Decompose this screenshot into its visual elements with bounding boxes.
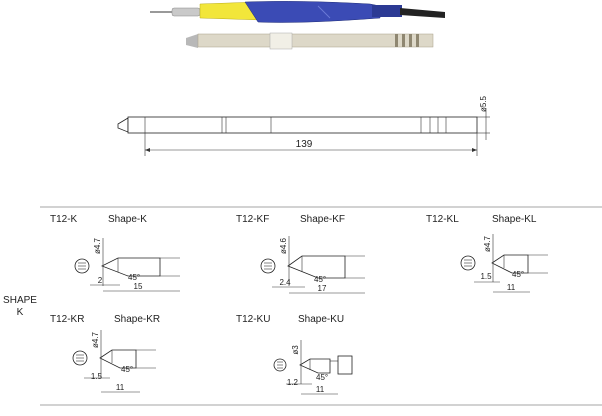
tip-angle-label: 45° (316, 373, 328, 382)
tip-kf: T12-KF Shape-KF ø4.6 45° 2.4 17 (236, 214, 365, 294)
tip-k: T12-K Shape-K ø4.7 45° 2 15 (50, 214, 180, 292)
tip-length-label: 11 (116, 383, 125, 392)
tip-angle-label: 45° (512, 270, 524, 279)
tip-diameter-label: ø4.7 (483, 235, 492, 252)
tip-offset-label: 2.4 (279, 278, 291, 287)
tip-length-label: 11 (507, 283, 516, 292)
soldering-iron-photo (150, 1, 445, 23)
tip-model-label: T12-KF (236, 214, 269, 225)
tip-diameter-label: ø4.7 (91, 331, 100, 348)
tip-offset-label: 1.5 (480, 272, 492, 281)
shape-side-label: SHAPE (3, 295, 37, 306)
tip-offset-label: 1.2 (287, 378, 299, 387)
tip-shape-label: Shape-KU (298, 314, 344, 325)
tip-shape-label: Shape-K (108, 214, 147, 225)
tip-photo (186, 32, 434, 50)
main-tip-drawing: 139 ø5.5 (117, 95, 490, 156)
tip-model-label: T12-KR (50, 314, 84, 325)
tip-angle-label: 45° (128, 273, 140, 282)
tip-offset-label: 2 (98, 276, 103, 285)
main-diameter-label: ø5.5 (479, 95, 488, 112)
tip-shape-label: Shape-KR (114, 314, 160, 325)
tip-length-label: 17 (318, 284, 327, 293)
tip-diameter-label: ø4.7 (93, 237, 102, 254)
tip-diameter-label: ø3 (291, 345, 300, 355)
tip-kr: T12-KR Shape-KR ø4.7 45° 1.5 11 (50, 314, 160, 393)
tip-shape-label: Shape-KL (492, 214, 537, 225)
tip-shape-label: Shape-KF (300, 214, 345, 225)
tip-length-label: 15 (134, 282, 143, 291)
shape-side-label-letter: K (17, 307, 24, 318)
tip-kl: T12-KL Shape-KL ø4.7 45° 1.5 11 (426, 214, 548, 293)
tip-ku: T12-KU Shape-KU ø3 45° 1.2 11 (236, 314, 353, 395)
tip-model-label: T12-KU (236, 314, 270, 325)
tip-length-label: 11 (316, 385, 325, 394)
tip-model-label: T12-KL (426, 214, 459, 225)
main-length-label: 139 (296, 139, 313, 150)
tip-diameter-label: ø4.6 (279, 237, 288, 254)
tip-angle-label: 45° (121, 365, 133, 374)
tip-offset-label: 1.5 (91, 372, 103, 381)
tip-model-label: T12-K (50, 214, 78, 225)
tip-angle-label: 45° (314, 275, 326, 284)
